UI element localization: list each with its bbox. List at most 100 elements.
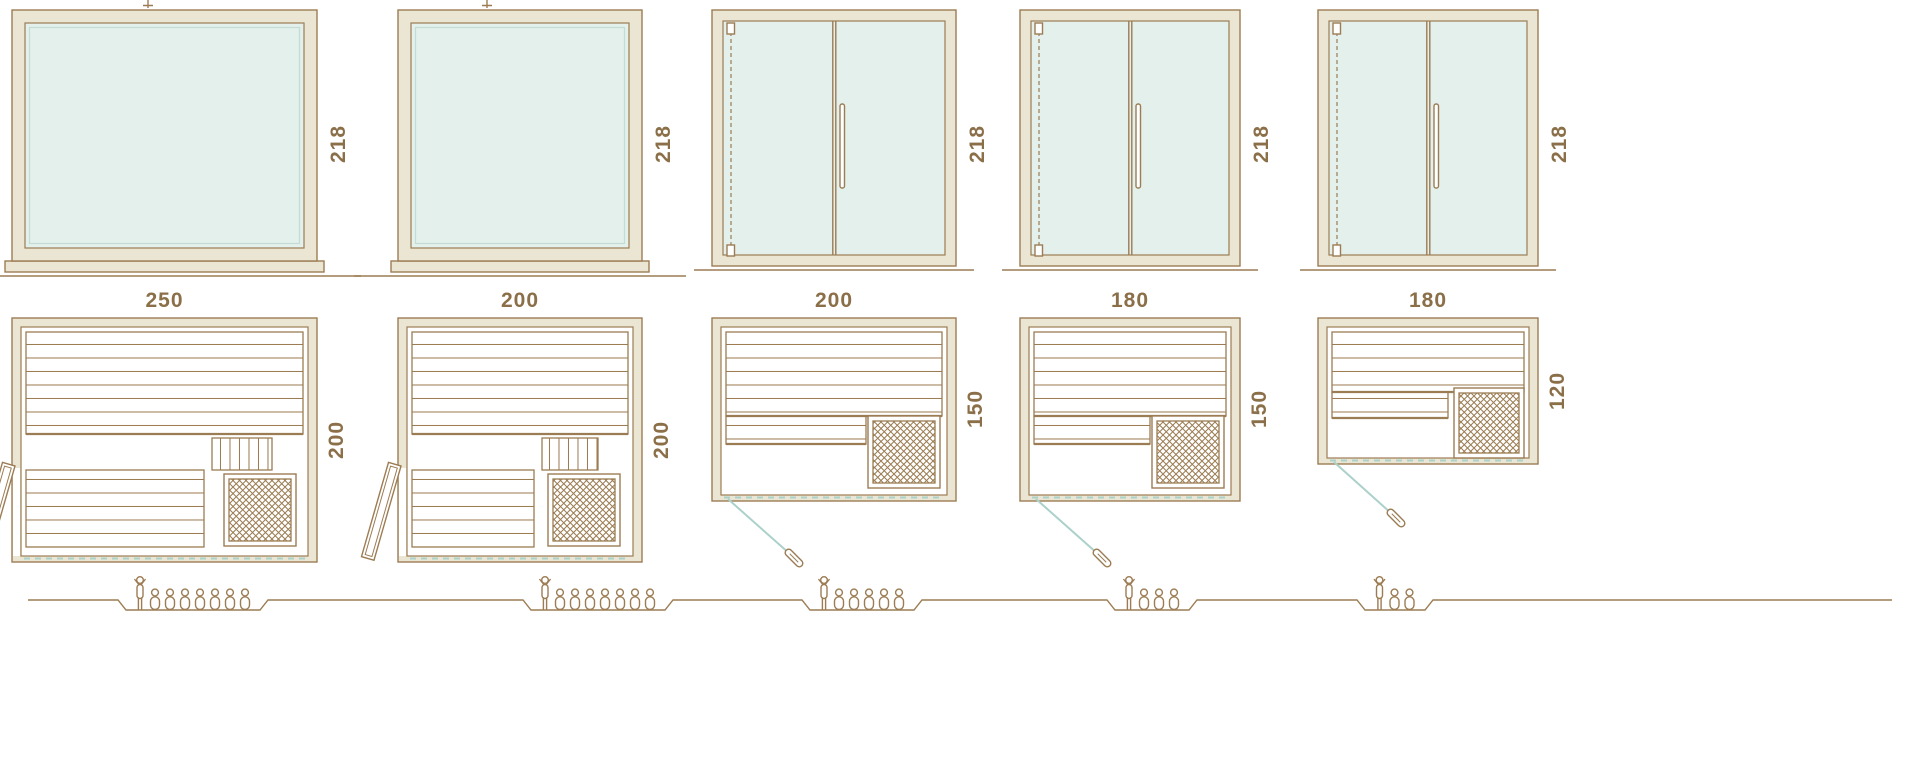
upper-bench <box>1033 331 1227 417</box>
door-opening <box>399 468 406 556</box>
front-elevation-doors-200 <box>694 9 974 271</box>
bench-step <box>211 437 273 471</box>
bench-step <box>541 437 599 471</box>
ground-section-line <box>28 599 1892 611</box>
upper-bench <box>25 331 304 435</box>
capacity-figures-180x150 <box>1123 576 1180 610</box>
width-dimension: 180 <box>1110 289 1150 312</box>
person-standing-icon <box>1373 576 1386 610</box>
glass-doors <box>722 20 946 256</box>
lower-bench <box>411 469 535 548</box>
person-seated-icon <box>644 588 656 610</box>
front-elevation-250 <box>0 9 361 277</box>
person-seated-icon <box>209 588 221 610</box>
door-swing-line <box>727 498 791 555</box>
hinge-bottom <box>1332 244 1342 257</box>
hinge-top <box>726 22 736 35</box>
capacity-figures-200x150 <box>818 576 905 610</box>
door-handle <box>1433 103 1440 189</box>
door-handle <box>839 103 846 189</box>
glass-panel <box>24 22 305 249</box>
person-standing-icon <box>818 576 830 610</box>
floor-plan-200x150 <box>711 317 957 568</box>
door-leaf-open <box>0 461 16 562</box>
capacity-figures-180x120 <box>1373 576 1415 610</box>
person-seated-icon <box>194 588 206 610</box>
person-seated-icon <box>164 588 176 610</box>
door-split-line <box>1426 21 1431 255</box>
heater-grille <box>228 478 292 542</box>
door-leaf-open <box>1092 548 1112 568</box>
depth-dimension: 120 <box>1546 371 1569 411</box>
unit-column-200x150: 218 200 150 <box>694 8 989 568</box>
lower-bench <box>1033 415 1151 445</box>
upper-bench <box>725 331 943 417</box>
person-seated-icon <box>554 588 566 610</box>
upper-bench <box>411 331 629 435</box>
height-dimension: 218 <box>1548 124 1571 164</box>
hinge-top <box>1034 22 1044 35</box>
floor-plan-250x200 <box>0 317 318 563</box>
floor-plan-180x120 <box>1317 317 1539 528</box>
lower-bench <box>25 469 205 548</box>
unit-column-180x150: 218 180 150 <box>1002 8 1273 568</box>
door-leaf-open <box>784 548 804 568</box>
person-seated-icon <box>1153 588 1165 610</box>
window-sill <box>4 260 325 273</box>
person-standing-icon <box>539 576 551 610</box>
door-split-line <box>1128 21 1133 255</box>
front-elevation-200 <box>354 9 686 277</box>
front-elevation-doors-180 <box>1002 9 1258 271</box>
person-seated-icon <box>833 588 845 610</box>
glass-panel <box>410 22 630 249</box>
person-standing-icon <box>134 576 146 610</box>
person-seated-icon <box>863 588 875 610</box>
capacity-figures-200x200 <box>539 576 656 610</box>
person-seated-icon <box>1404 588 1415 610</box>
heater-grille <box>552 478 616 542</box>
person-seated-icon <box>848 588 860 610</box>
person-seated-icon <box>629 588 641 610</box>
person-seated-icon <box>149 588 161 610</box>
lower-bench <box>725 415 867 445</box>
person-seated-icon <box>878 588 890 610</box>
person-seated-icon <box>1389 588 1400 610</box>
person-seated-icon <box>1138 588 1150 610</box>
window-sill <box>390 260 650 273</box>
glass-doors <box>1328 20 1528 256</box>
door-leaf-open <box>1386 508 1406 528</box>
person-seated-icon <box>569 588 581 610</box>
glass-doors <box>1030 20 1230 256</box>
person-seated-icon <box>893 588 905 610</box>
hinge-bottom <box>1034 244 1044 257</box>
width-dimension: 250 <box>145 289 184 312</box>
door-swing-line <box>1333 461 1393 515</box>
person-standing-icon <box>1123 576 1135 610</box>
hinge-top <box>1332 22 1342 35</box>
capacity-row <box>28 576 1892 611</box>
floor-plan-200x200 <box>360 317 643 563</box>
person-seated-icon <box>584 588 596 610</box>
person-seated-icon <box>239 588 251 610</box>
unit-column-250x200: 218 250 200 <box>0 8 361 563</box>
unit-column-200x200: 218 200 200 <box>354 8 686 563</box>
height-dimension: 218 <box>327 124 350 164</box>
heater-grille <box>1156 420 1220 484</box>
hinge-bottom <box>726 244 736 257</box>
width-dimension: 180 <box>1408 289 1448 312</box>
front-elevation-doors-180b <box>1300 9 1556 271</box>
door-swing-line <box>1035 498 1099 555</box>
unit-column-180x120: 218 180 120 <box>1300 8 1571 556</box>
person-seated-icon <box>1168 588 1180 610</box>
heater-grille <box>872 420 936 484</box>
heater-grille <box>1458 392 1520 454</box>
glazing-bead <box>28 26 301 245</box>
person-seated-icon <box>599 588 611 610</box>
person-seated-icon <box>224 588 236 610</box>
door-leaf-open <box>360 461 402 562</box>
width-dimension: 200 <box>814 289 854 312</box>
width-dimension: 200 <box>500 289 540 312</box>
person-seated-icon <box>614 588 626 610</box>
lower-bench <box>1331 391 1449 419</box>
